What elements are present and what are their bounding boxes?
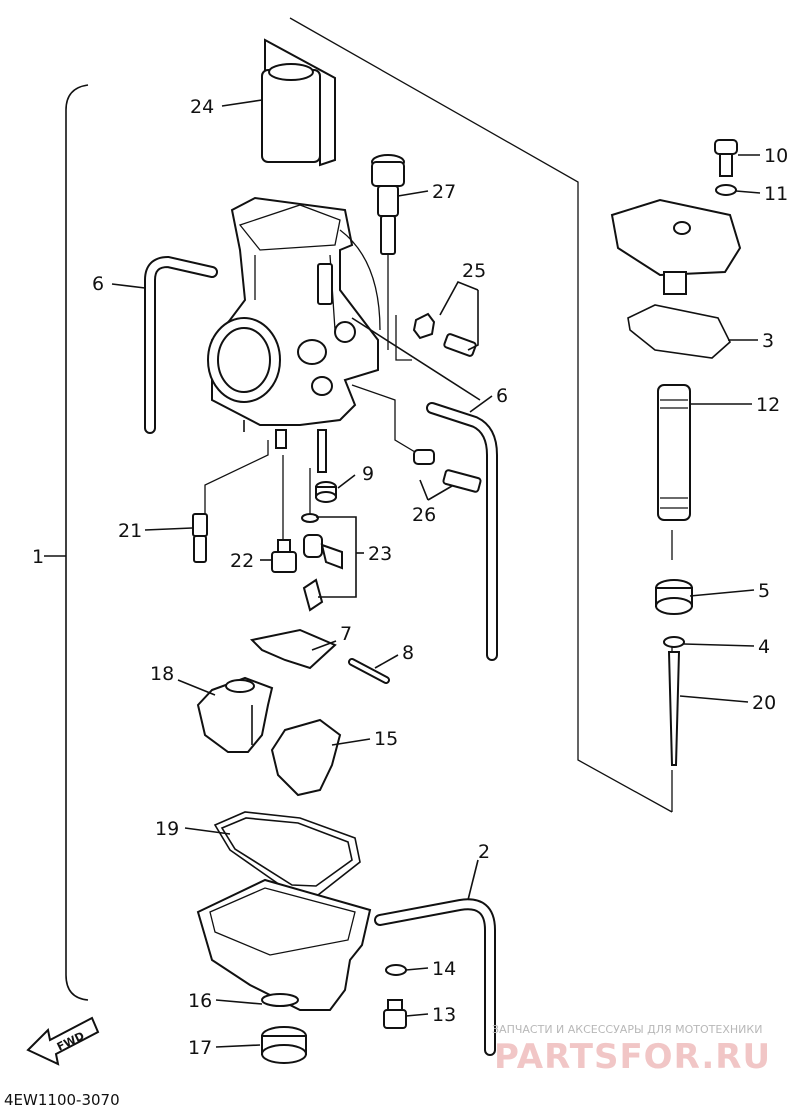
vent-hose-right bbox=[426, 402, 498, 661]
callout-18: 18 bbox=[150, 663, 174, 685]
vent-hose-left bbox=[144, 255, 218, 434]
float-bowl bbox=[196, 878, 496, 1056]
washer-part-11 bbox=[715, 184, 737, 196]
main-jet-part bbox=[192, 513, 208, 563]
air-screw-set-26 bbox=[413, 449, 482, 493]
needle-holder-part-5 bbox=[655, 579, 693, 615]
throttle-valve-part bbox=[261, 38, 336, 167]
washer-part-9 bbox=[315, 481, 337, 503]
jet-needle-part bbox=[667, 651, 681, 766]
callout-17: 17 bbox=[188, 1037, 212, 1059]
cover-gasket-part bbox=[627, 304, 731, 359]
clip-part-4 bbox=[663, 636, 685, 648]
fwd-arrow-icon: FWD bbox=[26, 1016, 100, 1066]
float-part-15 bbox=[270, 718, 342, 797]
callout-13: 13 bbox=[432, 1004, 456, 1026]
cap-plunger-part bbox=[371, 154, 405, 255]
callout-3: 3 bbox=[762, 330, 774, 352]
float-pin-part bbox=[348, 658, 390, 684]
callout-12: 12 bbox=[756, 394, 780, 416]
spring-part-12 bbox=[657, 384, 691, 521]
callout-14: 14 bbox=[432, 958, 456, 980]
callout-21: 21 bbox=[118, 520, 142, 542]
callout-9: 9 bbox=[362, 463, 374, 485]
callout-19: 19 bbox=[155, 818, 179, 840]
float-bowl-gasket bbox=[213, 811, 361, 896]
callout-15: 15 bbox=[374, 728, 398, 750]
valve-seat-set-23 bbox=[301, 513, 343, 612]
washer-part-14 bbox=[385, 964, 407, 976]
float-arm-part bbox=[249, 628, 337, 670]
callout-20: 20 bbox=[752, 692, 776, 714]
pilot-jet-part bbox=[271, 539, 297, 573]
assembly-bracket bbox=[65, 84, 89, 1001]
top-cover-part bbox=[610, 198, 742, 295]
diagram-code: 4EW1100-3070 bbox=[4, 1091, 120, 1109]
callout-labels: 1 2 3 4 5 6 6 7 8 9 10 11 12 13 14 15 16… bbox=[32, 96, 788, 1059]
float-part-18 bbox=[196, 676, 274, 753]
screw-part-13 bbox=[383, 999, 407, 1029]
callout-24: 24 bbox=[190, 96, 214, 118]
callout-leaders bbox=[111, 99, 761, 1048]
callout-22: 22 bbox=[230, 550, 254, 572]
callout-2: 2 bbox=[478, 841, 490, 863]
callout-27: 27 bbox=[432, 181, 456, 203]
carburetor-body bbox=[207, 196, 481, 473]
callout-11: 11 bbox=[764, 183, 788, 205]
callout-1: 1 bbox=[32, 546, 44, 568]
screw-part-10 bbox=[714, 139, 738, 177]
callout-25: 25 bbox=[462, 260, 486, 282]
callout-4: 4 bbox=[758, 636, 770, 658]
callout-16: 16 bbox=[188, 990, 212, 1012]
watermark-tagline: ЗАПЧАСТИ И АКСЕССУАРЫ ДЛЯ МОТОТЕХНИКИ bbox=[492, 1023, 762, 1036]
watermark-brand: PARTSFOR.RU bbox=[494, 1037, 771, 1077]
callout-10: 10 bbox=[764, 145, 788, 167]
callout-7: 7 bbox=[340, 623, 352, 645]
callout-23: 23 bbox=[368, 543, 392, 565]
callout-8: 8 bbox=[402, 642, 414, 664]
callout-5: 5 bbox=[758, 580, 770, 602]
callout-6-right: 6 bbox=[496, 385, 508, 407]
pilot-screw-set-25 bbox=[412, 312, 477, 357]
callout-6-left: 6 bbox=[92, 273, 104, 295]
drain-plug-part bbox=[261, 1026, 307, 1064]
callout-26: 26 bbox=[412, 504, 436, 526]
